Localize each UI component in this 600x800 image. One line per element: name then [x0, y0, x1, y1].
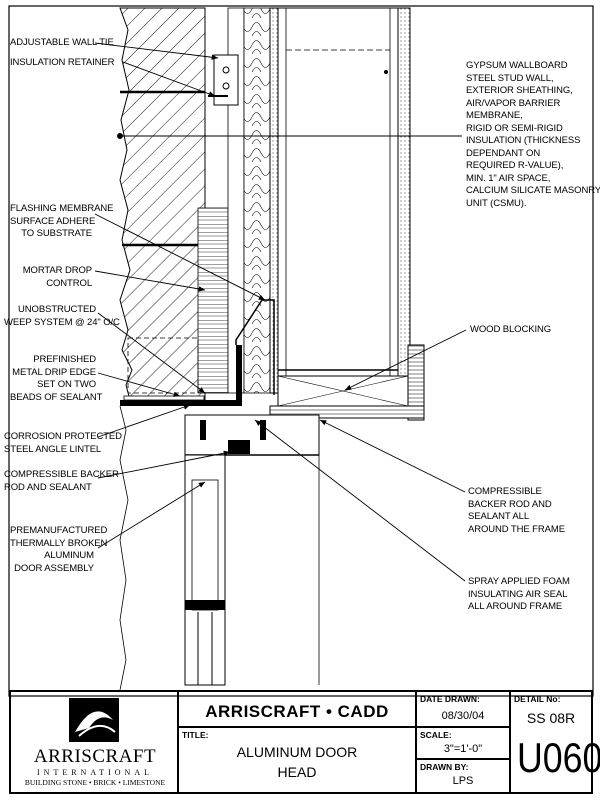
title-cell: TITLE: ALUMINUM DOOR HEAD	[179, 728, 417, 792]
drawn-value: LPS	[452, 775, 474, 787]
label-backer-rod-left: COMPRESSIBLE BACKER ROD AND SEALANT	[4, 469, 119, 493]
detail-cell: DETAIL No: SS 08R U060	[511, 692, 600, 792]
sheet-border	[8, 5, 594, 697]
drawn-label: DRAWN BY:	[420, 762, 469, 772]
label-angle-lintel: CORROSION PROTECTED STEEL ANGLE LINTEL	[4, 431, 122, 455]
wood-trim	[407, 344, 425, 421]
detail-value: SS 08R	[526, 710, 576, 726]
title-line-1: ALUMINUM DOOR	[236, 744, 358, 760]
leaders-right	[117, 133, 467, 582]
steel-stud	[277, 7, 399, 377]
label-backer-rod-right: COMPRESSIBLE BACKER ROD AND SEALANT ALL …	[468, 486, 565, 535]
label-door-assembly: PREMANUFACTURED THERMALLY BROKEN ALUMINU…	[10, 525, 108, 574]
door-frame-head	[184, 414, 320, 456]
logo-cell: ARRISCRAFT INTERNATIONAL BUILDING STONE …	[11, 692, 179, 792]
masonry-unit	[119, 7, 206, 401]
label-wood-blocking: WOOD BLOCKING	[470, 324, 552, 335]
detail-code: U060	[517, 734, 600, 781]
label-wall-assembly: GYPSUM WALLBOARD STEEL STUD WALL, EXTERI…	[466, 60, 600, 209]
leaders-left	[94, 42, 266, 549]
title-label: TITLE:	[182, 730, 209, 740]
label-adjustable-wall-tie: ADJUSTABLE WALL TIE	[10, 37, 114, 48]
label-drip-edge: PREFINISHED METAL DRIP EDGE SET ON TWO B…	[10, 354, 103, 403]
date-cell: DATE DRAWN: 08/30/04	[417, 692, 511, 728]
label-insulation-retainer: INSULATION RETAINER	[10, 57, 115, 68]
date-label: DATE DRAWN:	[420, 694, 480, 704]
label-flashing-membrane: FLASHING MEMBRANE SURFACE ADHERE TO SUBS…	[10, 203, 114, 239]
label-mortar-drop-control: MORTAR DROP CONTROL	[22, 265, 92, 289]
detail-label: DETAIL No:	[514, 694, 561, 704]
drip-edge	[123, 395, 205, 401]
hidden-outline	[127, 337, 199, 394]
scale-label: SCALE:	[420, 730, 452, 740]
logo-name: ARRISCRAFT	[33, 746, 157, 767]
door-rail	[185, 600, 225, 610]
header-cell: ARRISCRAFT • CADD	[179, 692, 417, 728]
date-value: 08/30/04	[441, 710, 485, 722]
rigid-insulation	[243, 7, 271, 394]
logo-sub: INTERNATIONAL	[37, 768, 153, 777]
title-block: ARRISCRAFT INTERNATIONAL BUILDING STONE …	[9, 690, 600, 794]
thermal-break	[228, 440, 250, 454]
gypsum-wallboard	[397, 7, 411, 377]
scale-cell: SCALE: 3"=1'-0"	[417, 728, 511, 760]
flashing-membrane	[235, 299, 275, 395]
mortar-drop-control-mesh	[197, 207, 229, 394]
drawn-cell: DRAWN BY: LPS	[417, 760, 511, 792]
scale-value: 3"=1'-0"	[443, 743, 483, 755]
title-line-2: HEAD	[277, 764, 317, 780]
header-text: ARRISCRAFT • CADD	[205, 702, 389, 721]
label-weep-system: UNOBSTRUCTED WEEP SYSTEM @ 24" O/C	[4, 304, 120, 328]
arriscraft-logo-icon	[69, 698, 119, 742]
break-line	[119, 405, 129, 691]
label-spray-foam: SPRAY APPLIED FOAM INSULATING AIR SEAL A…	[468, 576, 570, 612]
wall-tie	[213, 54, 239, 106]
logo-tagline: BUILDING STONE • BRICK • LIMESTONE	[24, 778, 166, 787]
